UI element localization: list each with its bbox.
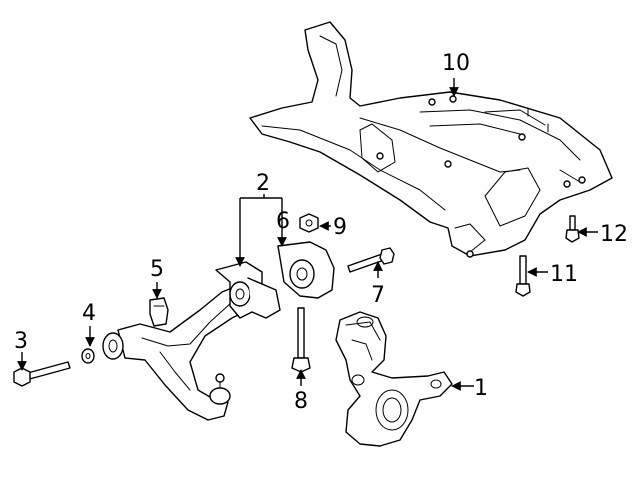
callout-10: 10 (442, 51, 470, 76)
callout-1: 1 (474, 376, 488, 401)
lower-control-arm (102, 261, 281, 421)
retainer-clip (149, 297, 169, 327)
leader-lines (17, 78, 598, 391)
callout-6: 6 (276, 209, 290, 234)
long-bolt (13, 361, 71, 387)
callout-3: 3 (14, 329, 28, 354)
short-bolt (565, 215, 580, 243)
stud-bolt (291, 307, 311, 373)
subframe-crossmember (249, 21, 613, 258)
steering-knuckle (335, 311, 453, 447)
callout-9: 9 (333, 215, 347, 240)
callout-5: 5 (150, 257, 164, 282)
callout-4: 4 (82, 301, 96, 326)
mount-bolt (347, 247, 395, 273)
subframe-bolt (515, 255, 531, 297)
hex-nut (299, 213, 319, 233)
callout-12: 12 (600, 222, 628, 247)
rear-bushing-bracket (277, 241, 335, 299)
callout-11: 11 (550, 262, 578, 287)
callout-8: 8 (294, 389, 308, 414)
callout-7: 7 (371, 283, 385, 308)
callout-2: 2 (256, 171, 270, 196)
washer (81, 348, 95, 364)
